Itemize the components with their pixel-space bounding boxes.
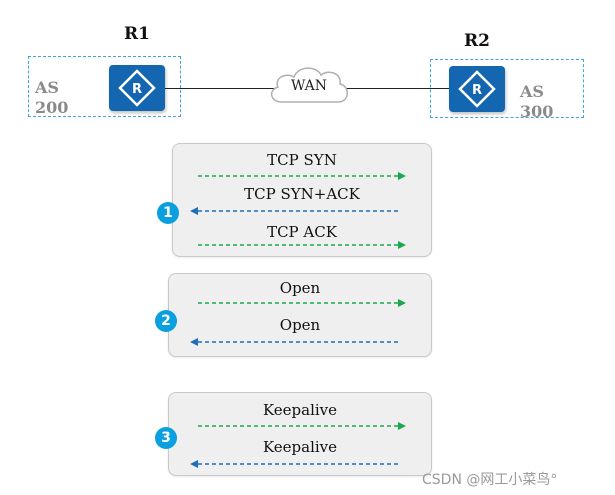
msg-tcp-syn: TCP SYN [267,151,337,169]
as-200-label: AS 200 [35,78,68,118]
arrow-backward [190,459,402,469]
panel-open [168,273,432,357]
arrow-backward [190,337,402,347]
panel-tcp-handshake [172,143,432,257]
svg-text:R: R [472,83,482,98]
as-300-label: AS 300 [520,82,553,122]
msg-keepalive-1: Keepalive [262,401,338,419]
link-wan-r2 [342,88,449,89]
arrow-forward [196,421,408,431]
arrow-backward [190,206,402,216]
watermark: CSDN @网工小菜鸟° [422,472,558,488]
msg-open-2: Open [279,316,321,334]
link-r1-wan [165,88,275,89]
msg-tcp-syn-ack: TCP SYN+ACK [244,185,360,203]
wan-cloud [264,60,354,110]
router-r1-icon: R [109,65,165,111]
as-200-label-line1: AS [35,78,59,97]
arrow-forward [196,171,408,181]
as-200-box [28,56,181,117]
arrow-forward [196,240,408,250]
msg-open-1: Open [279,279,321,297]
step-badge-3: 3 [155,427,177,449]
as-200-label-line2: 200 [35,98,69,117]
msg-keepalive-2: Keepalive [262,438,338,456]
router-r1-name: R1 [124,24,150,44]
msg-tcp-ack: TCP ACK [267,223,337,241]
arrow-forward [196,298,408,308]
as-300-label-line1: AS [520,82,544,101]
as-300-label-line2: 300 [520,102,554,121]
step-badge-2: 2 [155,310,177,332]
cloud-icon [270,67,348,103]
svg-text:R: R [132,82,142,97]
router-r2-name: R2 [464,31,490,51]
step-badge-1: 1 [157,202,179,224]
router-r2-icon: R [449,66,505,112]
wan-label: WAN [290,78,328,94]
